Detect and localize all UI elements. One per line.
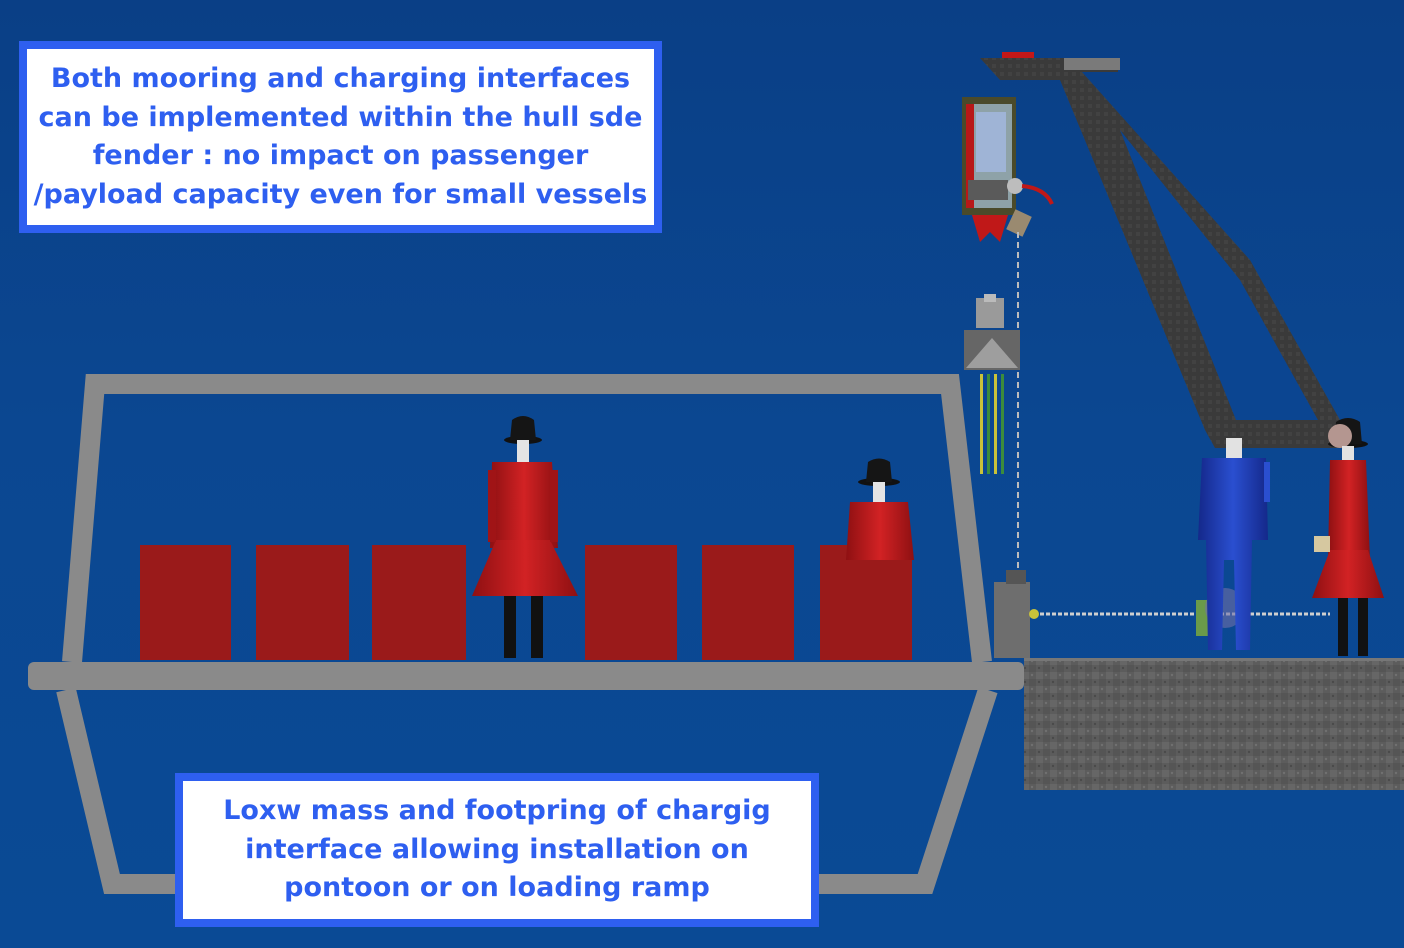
callout-bottom-line-2: interface allowing installation on — [245, 833, 749, 865]
charging-receptacle — [964, 294, 1020, 474]
callout-top-line-1: Both mooring and charging interfaces — [50, 63, 631, 94]
callout-top-line-3: fender : no impact on passenger — [92, 140, 589, 171]
passenger-seated — [846, 458, 914, 560]
callout-top-line-4: /payload capacity even for small vessels — [33, 178, 648, 210]
dock-worker-figure — [1312, 418, 1384, 656]
callout-hull-fender-integration: Both mooring and charging interfaces can… — [19, 41, 662, 233]
pontoon — [1024, 658, 1404, 790]
deck — [28, 662, 1024, 690]
operator-figure — [1198, 438, 1270, 650]
mooring-fender — [994, 570, 1330, 658]
callout-bottom-line-3: pontoon or on loading ramp — [284, 872, 710, 904]
passenger-seats — [140, 545, 912, 660]
crane-arm — [980, 52, 1340, 448]
callout-bottom-line-1: Loxw mass and footpring of chargig — [223, 795, 771, 827]
callout-low-mass-footprint: Loxw mass and footpring of chargig inter… — [175, 773, 819, 927]
callout-top-line-2: can be implemented within the hull sde — [38, 101, 643, 133]
charging-connector-head — [962, 97, 1054, 242]
passenger-standing — [472, 416, 578, 658]
